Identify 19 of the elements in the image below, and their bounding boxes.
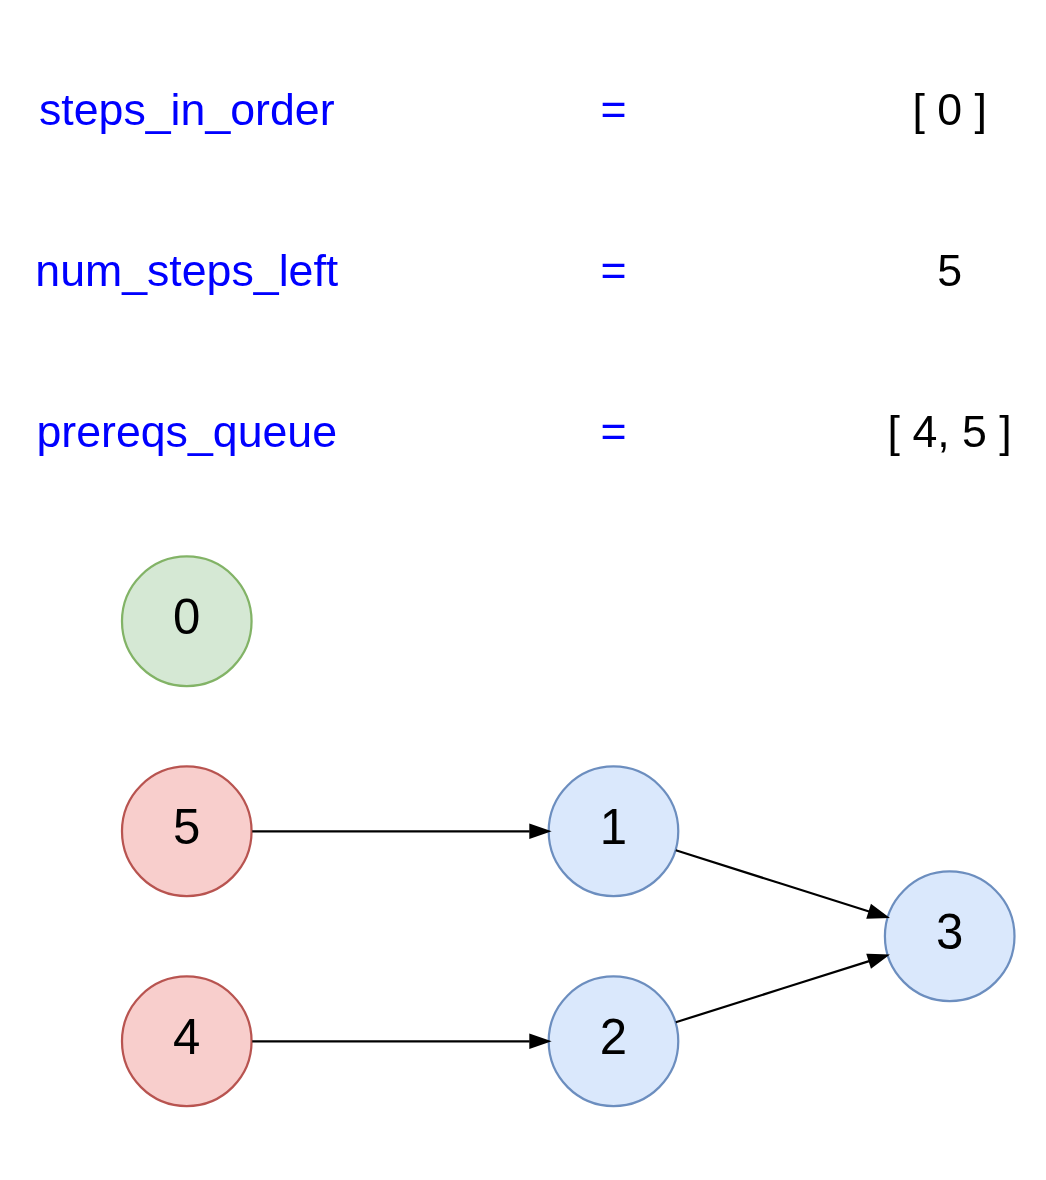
node-circle: 2 [547,975,680,1108]
label: 5 [937,246,963,296]
arrow [675,849,890,919]
label: prereqs_queue [36,407,338,457]
node-circle: 4 [120,975,253,1108]
arrow [675,953,890,1024]
node-circle: 3 [883,870,1016,1003]
label: [ 0 ] [912,85,987,135]
arrow [252,823,552,840]
label: [ 4, 5 ] [887,407,1012,457]
label: = [600,407,627,457]
label: steps_in_order [39,85,335,135]
label: = [600,246,627,296]
arrow [252,1033,552,1050]
node-circle: 0 [120,555,253,688]
label: = [600,85,627,135]
node-circle: 5 [120,765,253,898]
label: num_steps_left [35,246,339,296]
node-circle: 1 [547,765,680,898]
